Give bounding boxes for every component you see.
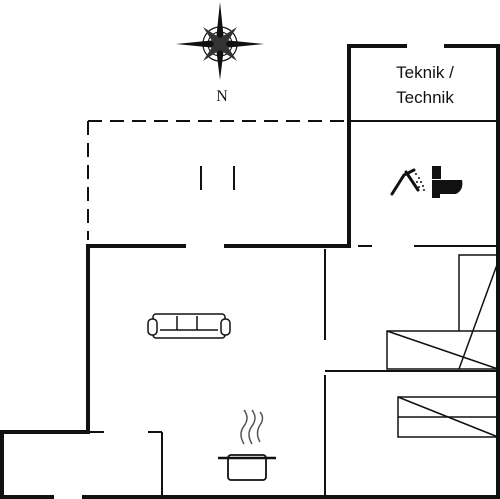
- technical-room-label: Teknik / Technik: [352, 60, 498, 110]
- toilet-icon: [432, 166, 463, 198]
- compass-rose-icon: [176, 2, 264, 80]
- sofa-icon: [147, 313, 231, 339]
- cooking-pot-icon: [218, 409, 276, 481]
- staircase-lower: [397, 396, 499, 438]
- terrace-outline: [87, 120, 348, 240]
- north-label: N: [216, 88, 228, 105]
- staircase-upper: [386, 254, 499, 370]
- technical-room-label-line2: Technik: [396, 88, 454, 107]
- shower-icon: [390, 168, 425, 196]
- technical-room-label-line1: Teknik /: [396, 63, 454, 82]
- interior-walls: [88, 120, 498, 497]
